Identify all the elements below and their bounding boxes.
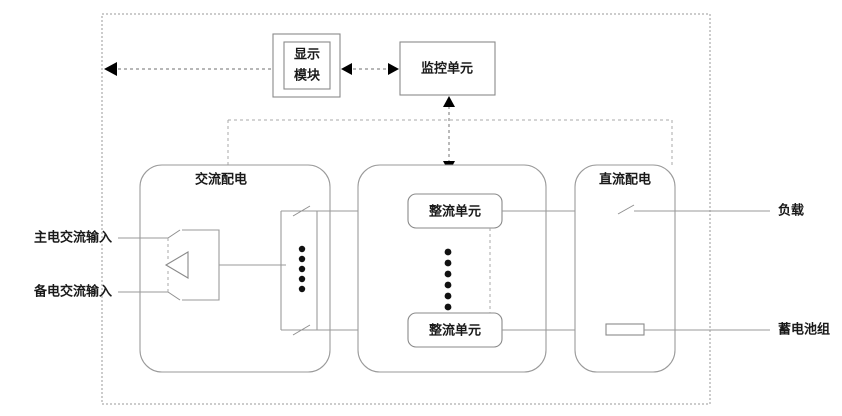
busbar-dot [298, 245, 306, 253]
ac-output-switch-bottom [292, 324, 311, 336]
ats-triangle-icon [164, 251, 189, 279]
rectifier-ellipsis-dot [444, 259, 452, 267]
monitor-unit-box[interactable] [399, 41, 496, 96]
dc-distribution-module[interactable] [574, 164, 676, 373]
display-link-arrow-left [341, 63, 352, 75]
busbar-dot [298, 275, 306, 283]
rectifier-ellipsis-dot [444, 270, 452, 278]
ats-switch-lower [167, 291, 181, 301]
display-module-label-line1: 显示 [294, 46, 320, 61]
ac-distribution-label: 交流配电 [195, 171, 247, 186]
ac-output-switch-top [292, 205, 311, 217]
busbar-dot [298, 285, 306, 293]
dc-distribution-label: 直流配电 [599, 171, 651, 186]
rectifier-ellipsis-dot [444, 303, 452, 311]
monitor-link-arrow-up [443, 96, 455, 107]
dc-load-switch-icon [617, 204, 635, 215]
dc-fuse-icon [605, 323, 645, 336]
display-link-arrow-right [388, 63, 399, 75]
display-module-inner [283, 41, 331, 90]
monitor-unit-label: 监控单元 [421, 60, 473, 75]
rectifier-ellipsis-dot [444, 281, 452, 289]
display-module-label-line2: 模块 [294, 67, 321, 82]
battery-bank-label: 蓄电池组 [778, 321, 830, 336]
main-ac-input-label: 主电交流输入 [34, 229, 112, 244]
rectifier-ellipsis-dot [444, 248, 452, 256]
rectifier-ellipsis-dot [444, 292, 452, 300]
busbar-dot [298, 255, 306, 263]
backup-ac-input-label: 备电交流输入 [33, 283, 112, 298]
rectifier-unit-bottom-label: 整流单元 [428, 322, 481, 337]
system-boundary [101, 13, 711, 405]
load-output-label: 负载 [778, 202, 804, 217]
ac-distribution-module[interactable] [139, 164, 331, 373]
ats-switch-upper [167, 229, 181, 239]
rectifier-unit-top-label: 整流单元 [428, 203, 481, 218]
busbar-dot [298, 265, 306, 273]
display-external-arrow [104, 62, 117, 76]
